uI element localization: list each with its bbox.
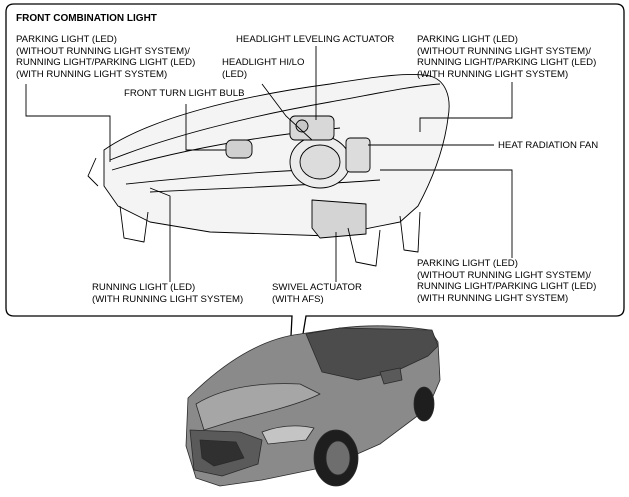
label-line: SWIVEL ACTUATOR (272, 282, 362, 293)
label-parking-light-left: PARKING LIGHT (LED) (WITHOUT RUNNING LIG… (16, 34, 195, 80)
label-headlight-hilo: HEADLIGHT HI/LO (LED) (222, 57, 304, 80)
label-line: RUNNING LIGHT (LED) (92, 282, 196, 293)
label-line: RUNNING LIGHT/PARKING LIGHT (LED) (417, 57, 597, 69)
label-line: (LED) (222, 68, 248, 80)
label-line: FRONT TURN LIGHT BULB (124, 88, 245, 99)
label-line: (WITH RUNNING LIGHT SYSTEM) (16, 68, 168, 80)
diagram-title: FRONT COMBINATION LIGHT (16, 13, 157, 24)
label-line: (WITH RUNNING LIGHT SYSTEM) (92, 293, 244, 305)
label-line: RUNNING LIGHT/PARKING LIGHT (LED) (417, 281, 597, 293)
label-line: HEAT RADIATION FAN (498, 140, 599, 151)
leader-lines (25, 46, 513, 282)
label-line: HEADLIGHT HI/LO (222, 57, 305, 68)
label-line: PARKING LIGHT (LED) (417, 258, 518, 269)
headlamp-assembly-illustration (87, 73, 450, 267)
label-line: (WITHOUT RUNNING LIGHT SYSTEM)/ (417, 45, 591, 57)
vehicle-illustration (185, 325, 441, 487)
label-line: (WITH RUNNING LIGHT SYSTEM) (417, 292, 569, 304)
label-heat-radiation-fan: HEAT RADIATION FAN (498, 140, 598, 152)
label-headlight-leveling-actuator: HEADLIGHT LEVELING ACTUATOR (236, 34, 394, 46)
label-parking-light-right-bottom: PARKING LIGHT (LED) (WITHOUT RUNNING LIG… (417, 258, 596, 304)
label-line: (WITH RUNNING LIGHT SYSTEM) (417, 68, 569, 80)
label-running-light: RUNNING LIGHT (LED) (WITH RUNNING LIGHT … (92, 282, 243, 305)
label-line: RUNNING LIGHT/PARKING LIGHT (LED) (16, 57, 196, 69)
label-parking-light-right-top: PARKING LIGHT (LED) (WITHOUT RUNNING LIG… (417, 34, 596, 80)
label-swivel-actuator: SWIVEL ACTUATOR (WITH AFS) (272, 282, 362, 305)
label-line: PARKING LIGHT (LED) (16, 34, 117, 45)
label-line: (WITHOUT RUNNING LIGHT SYSTEM)/ (417, 269, 591, 281)
label-line: PARKING LIGHT (LED) (417, 34, 518, 45)
label-line: HEADLIGHT LEVELING ACTUATOR (236, 34, 395, 45)
label-front-turn-light-bulb: FRONT TURN LIGHT BULB (124, 88, 244, 100)
label-line: (WITH AFS) (272, 293, 324, 305)
label-line: (WITHOUT RUNNING LIGHT SYSTEM)/ (16, 45, 190, 57)
